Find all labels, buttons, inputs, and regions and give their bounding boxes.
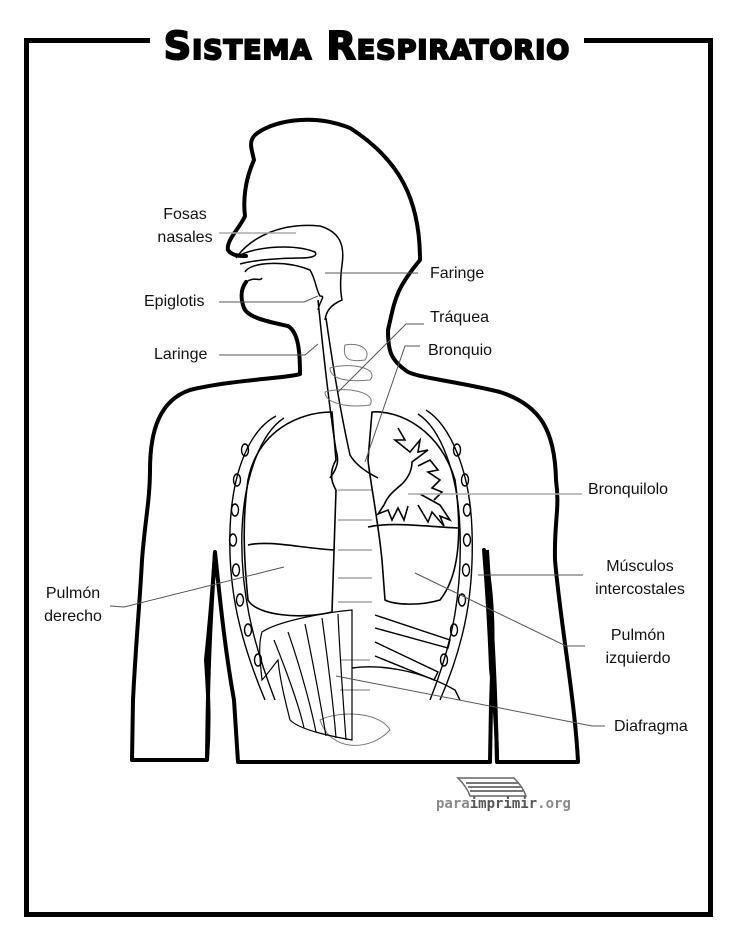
label-pulmon-izquierdo-line1: Pulmón <box>610 627 666 644</box>
label-pulmon-izquierdo-line2: izquierdo <box>605 650 671 667</box>
title-container: Sistema Respiratorio <box>0 20 734 72</box>
logo-text-org: .org <box>537 796 571 812</box>
label-musculos-line1: Músculos <box>606 558 674 575</box>
page-title: Sistema Respiratorio <box>149 20 585 72</box>
ribcage <box>228 409 473 701</box>
label-faringe: Faringe <box>430 265 485 282</box>
label-fosas-nasales: Fosas nasales <box>150 203 220 249</box>
label-diafragma: Diafragma <box>614 718 688 735</box>
logo-text: paraimprimir.org <box>436 796 571 812</box>
diaphragm <box>351 614 461 701</box>
label-pulmon-izquierdo: Pulmón izquierdo <box>598 624 678 670</box>
label-fosas-nasales-line2: nasales <box>157 229 213 246</box>
label-pulmon-derecho: Pulmón derecho <box>38 582 108 628</box>
label-musculos-intercostales: Músculos intercostales <box>588 555 692 601</box>
logo-text-para: para <box>436 796 470 812</box>
label-pulmon-derecho-line2: derecho <box>44 608 102 625</box>
printer-icon <box>456 777 528 797</box>
body-outline <box>130 117 580 764</box>
leader-lines <box>109 232 605 727</box>
label-laringe: Laringe <box>154 346 208 363</box>
label-pulmon-derecho-line1: Pulmón <box>45 585 101 602</box>
lungs <box>243 411 460 617</box>
label-musculos-line2: intercostales <box>595 581 685 598</box>
bronchial-tree <box>375 427 453 527</box>
label-fosas-nasales-line1: Fosas <box>163 206 207 223</box>
intercostal-muscles <box>259 609 353 741</box>
label-bronquio: Bronquio <box>428 342 493 359</box>
arm-lines <box>205 549 499 763</box>
paraimprimir-logo: paraimprimir.org <box>436 776 571 816</box>
label-traquea: Tráquea <box>430 309 489 326</box>
label-bronquilolo: Bronquilolo <box>588 481 669 498</box>
logo-text-imprimir: imprimir <box>469 796 538 812</box>
label-epiglotis: Epiglotis <box>144 293 205 310</box>
nasal-pharynx <box>235 224 344 321</box>
vertebrae <box>319 343 391 746</box>
